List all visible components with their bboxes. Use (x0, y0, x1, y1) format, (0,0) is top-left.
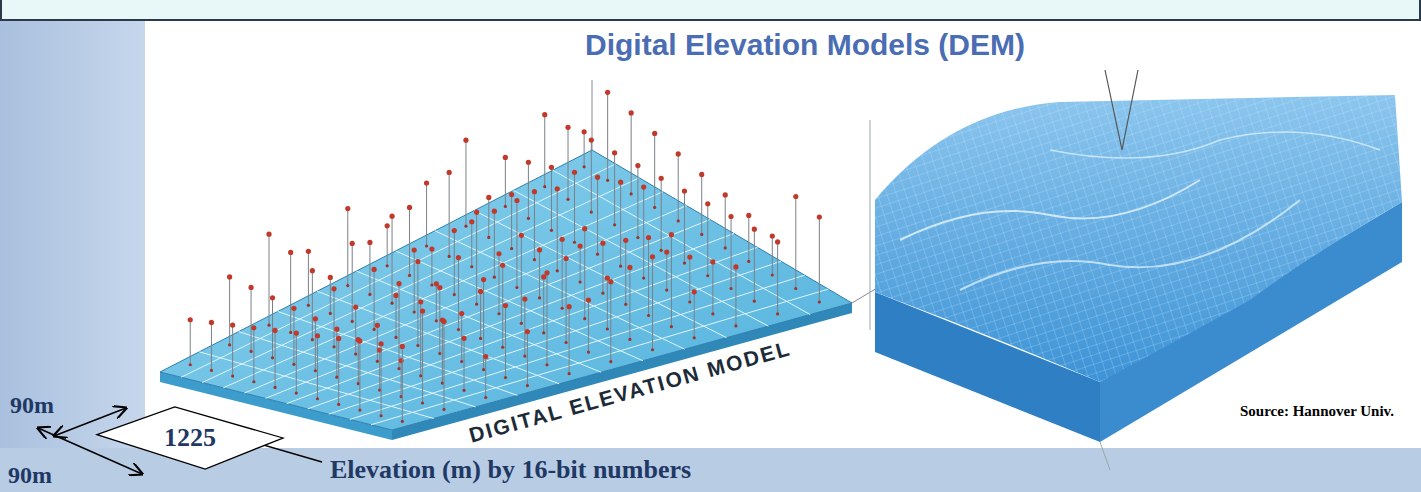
top-bar (1, 0, 1420, 20)
dimension-label: 90m (10, 392, 54, 420)
terrain-illustration (870, 70, 1402, 470)
source-note: Source: Hannover Univ. (1240, 403, 1394, 420)
grid-cell: 1225 (95, 405, 285, 471)
cell-value: 1225 (164, 423, 216, 453)
dem-grid-illustration (160, 80, 877, 440)
annotation: Elevation (m) by 16-bit numbers (330, 455, 691, 485)
title: Digital Elevation Models (DEM) (585, 28, 1025, 63)
side-strip (0, 0, 145, 492)
dimension-label: 90m (8, 462, 52, 490)
